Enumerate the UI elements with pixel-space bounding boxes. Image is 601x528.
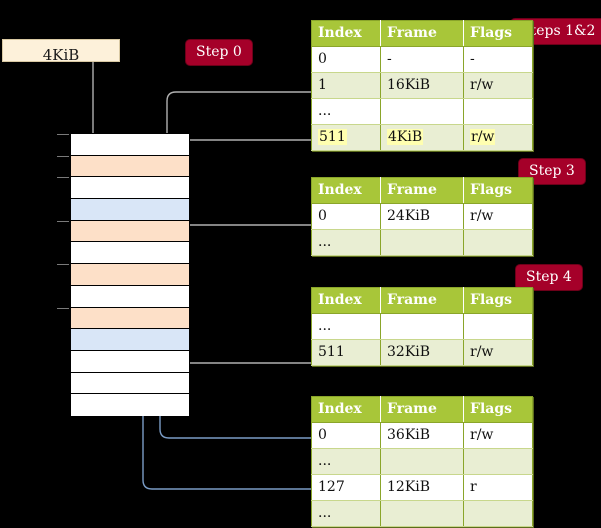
memory-row-tick: [57, 155, 69, 157]
cell-index: 127: [311, 474, 381, 501]
wire-pdpt-to-mem: [176, 224, 311, 261]
cell-index: 511: [311, 124, 381, 151]
cell-frame: [380, 229, 464, 256]
table-row: 0--: [311, 46, 533, 73]
memory-frame-row: [71, 394, 189, 416]
cell-index: 511: [311, 339, 381, 366]
cell-frame: [380, 448, 464, 475]
cell-index: 0: [311, 203, 381, 230]
cell-flags: [463, 313, 533, 340]
memory-row-tick: [57, 177, 69, 179]
cell-index: ...: [311, 313, 381, 340]
column-header-frame: Frame: [380, 287, 464, 314]
cell-flags: r/w: [463, 124, 533, 151]
cell-flags: r/w: [463, 422, 533, 449]
memory-row-tick: [57, 264, 69, 266]
cell-frame: -: [380, 46, 464, 73]
table-row: ...: [311, 313, 533, 340]
cell-flags: [463, 229, 533, 256]
column-header-flags: Flags: [463, 177, 533, 204]
physical-memory-strip: [57, 133, 190, 416]
memory-row-tick: [57, 134, 69, 135]
badge-step-0: Step 0: [186, 40, 252, 65]
root-frame-label: 4KiB: [42, 46, 80, 64]
cell-index: ...: [311, 98, 381, 125]
column-header-frame: Frame: [380, 177, 464, 204]
memory-row-tick: [57, 307, 69, 309]
memory-frame-row: [57, 220, 189, 243]
column-header-index: Index: [311, 20, 381, 47]
memory-frame-row: [57, 155, 189, 178]
memory-frame-row: [57, 134, 189, 156]
table-row: ...: [311, 448, 533, 475]
memory-frame-row: [71, 350, 189, 373]
highlighted-value: 511: [318, 129, 347, 145]
cell-index: 0: [311, 422, 381, 449]
cell-index: ...: [311, 229, 381, 256]
cell-frame: [380, 98, 464, 125]
memory-frame-row: [71, 329, 189, 351]
cell-frame: 4KiB: [380, 124, 464, 151]
highlighted-value: r/w: [470, 129, 496, 145]
memory-frame-row: [71, 242, 189, 265]
memory-frame-row: [57, 264, 189, 286]
table-row: ...: [311, 98, 533, 125]
cell-frame: 32KiB: [380, 339, 464, 366]
memory-frame-row: [57, 177, 189, 200]
cell-index: 0: [311, 46, 381, 73]
column-header-flags: Flags: [463, 20, 533, 47]
column-header-frame: Frame: [380, 20, 464, 47]
cell-frame: [380, 313, 464, 340]
memory-frame-row: [71, 372, 189, 395]
memory-frame-row: [57, 307, 189, 330]
table-row: ...: [311, 229, 533, 256]
cell-index: 1: [311, 72, 381, 99]
badge-steps-1-2-label: Steps 1&2: [521, 23, 596, 39]
cell-frame: 16KiB: [380, 72, 464, 99]
cell-frame: 12KiB: [380, 474, 464, 501]
cell-index: ...: [311, 500, 381, 527]
column-header-index: Index: [311, 177, 381, 204]
wire-pd-to-mem: [174, 315, 311, 364]
badge-step-4-label: Step 4: [526, 269, 572, 285]
column-header-index: Index: [311, 287, 381, 314]
cell-index: ...: [311, 448, 381, 475]
cell-flags: [463, 500, 533, 527]
cell-frame: 24KiB: [380, 203, 464, 230]
cell-flags: -: [463, 46, 533, 73]
cell-frame: [380, 500, 464, 527]
cell-flags: r/w: [463, 203, 533, 230]
column-header-frame: Frame: [380, 396, 464, 423]
highlighted-value: 4KiB: [387, 129, 424, 145]
table-row: 511 4KiB r/w: [311, 124, 533, 151]
memory-row-tick: [57, 220, 69, 222]
column-header-flags: Flags: [463, 287, 533, 314]
column-header-flags: Flags: [463, 396, 533, 423]
cell-flags: [463, 98, 533, 125]
badge-step-4: Step 4: [516, 265, 582, 290]
memory-frame-row: [71, 285, 189, 308]
cell-flags: [463, 448, 533, 475]
memory-frame-row: [71, 199, 189, 221]
badge-step-0-label: Step 0: [196, 44, 242, 60]
cell-flags: r/w: [463, 72, 533, 99]
badge-step-3-label: Step 3: [529, 163, 575, 179]
column-header-index: Index: [311, 396, 381, 423]
root-frame-box: 4KiB: [2, 39, 120, 64]
table-row: ...: [311, 500, 533, 527]
cell-flags: r/w: [463, 339, 533, 366]
cell-frame: 36KiB: [380, 422, 464, 449]
cell-flags: r: [463, 474, 533, 501]
